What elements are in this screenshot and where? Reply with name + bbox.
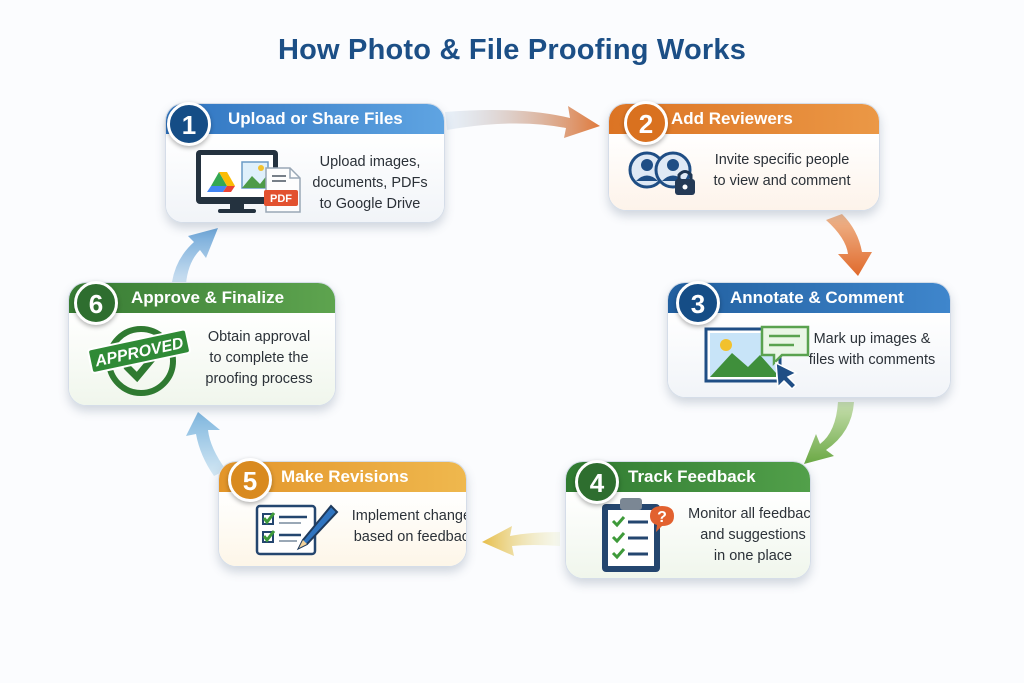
pdf-label: PDF [270, 193, 292, 205]
step-2-badge: 2 [624, 101, 668, 145]
step-3-description: Mark up images &files with comments [808, 331, 936, 368]
step-6-badge: 6 [74, 281, 118, 325]
step-5-badge: 5 [228, 458, 272, 502]
svg-text:?: ? [657, 509, 667, 526]
step-4-badge: 4 [575, 460, 619, 504]
arrow-5-to-6 [186, 412, 226, 476]
step-3-badge: 3 [676, 281, 720, 325]
arrow-1-to-2 [445, 106, 600, 138]
reviewers-lock-icon [627, 148, 705, 203]
image-comment-cursor-icon [704, 323, 814, 394]
checklist-pencil-icon [255, 502, 339, 563]
step-5-label: Make Revisions [281, 467, 409, 486]
step-3-label: Annotate & Comment [730, 288, 904, 307]
step-1-badge: 1 [167, 102, 211, 146]
arrow-4-to-5 [482, 526, 560, 556]
drive-monitor-pdf-icon: PDF [194, 146, 306, 221]
approved-stamp-icon: APPROVED [85, 321, 195, 402]
clipboard-checklist-icon: ? [596, 494, 682, 578]
step-card-6: Approve & Finalize APPROVED Obtain appro… [68, 282, 336, 406]
step-card-1: Upload or Share Files PDF Upload images,… [165, 103, 445, 223]
step-1-label: Upload or Share Files [228, 109, 403, 128]
step-card-3: Annotate & Comment Mark up images &files… [667, 282, 951, 398]
step-6-label: Approve & Finalize [131, 288, 285, 307]
arrow-2-to-3 [826, 214, 872, 276]
step-2-header: Add Reviewers [609, 104, 879, 134]
page-title: How Photo & File Proofing Works [277, 34, 747, 66]
arrow-6-to-1 [172, 228, 218, 284]
step-4-label: Track Feedback [628, 467, 756, 486]
arrow-3-to-4 [804, 402, 854, 464]
step-1-header: Upload or Share Files [166, 104, 444, 134]
step-2-label: Add Reviewers [671, 109, 793, 128]
